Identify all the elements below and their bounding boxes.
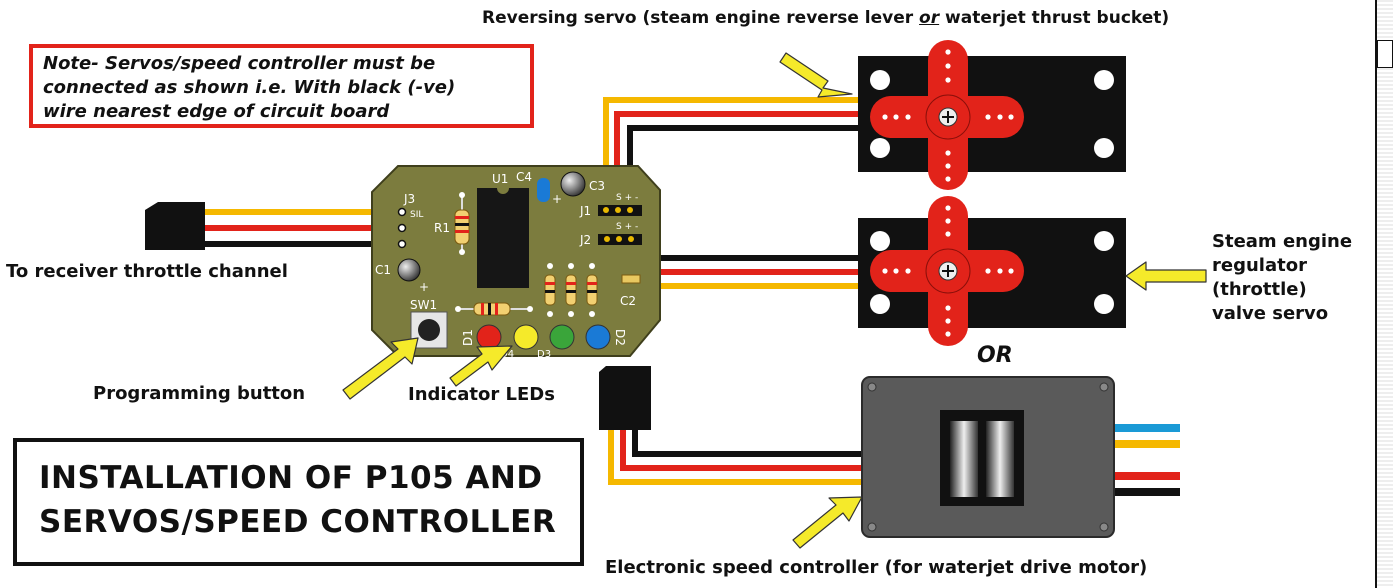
regulator-label-line-2: regulator: [1212, 255, 1307, 276]
page-edge-scrollbar[interactable]: [1375, 0, 1395, 588]
receiver-plug: [145, 202, 205, 250]
j3-header: [397, 207, 407, 249]
label-c3: C3: [589, 179, 605, 193]
reversing-servo-label-or: or: [919, 8, 940, 28]
note-line-2: connected as shown i.e. With black (-ve): [43, 77, 456, 98]
regulator-servo: [858, 196, 1126, 346]
led-d4-yellow: [513, 324, 539, 350]
label-d2: D2: [613, 329, 627, 346]
programming-button-label: Programming button: [93, 383, 306, 404]
label-j1-pins: S + -: [616, 193, 638, 203]
label-c4: C4: [516, 170, 532, 184]
esc-lead: [599, 366, 870, 485]
reversing-servo-label: Reversing servo (steam engine reverse le…: [482, 8, 1169, 28]
indicator-leds-label: Indicator LEDs: [408, 384, 555, 405]
label-j2: J2: [579, 233, 591, 247]
wiring-note: Note- Servos/speed controller must be co…: [29, 44, 534, 128]
regulator-label-line-4: valve servo: [1212, 303, 1329, 324]
regulator-label-line-3: (throttle): [1212, 279, 1307, 300]
ic-u1: [477, 188, 529, 288]
arrow-regulator-servo: [1125, 261, 1207, 291]
capacitor-c2: [621, 274, 641, 284]
label-c1-plus: +: [419, 280, 429, 294]
title-line-2: SERVOS/SPEED CONTROLLER: [39, 504, 557, 540]
electronic-speed-controller: [861, 376, 1115, 538]
label-u1: U1: [492, 172, 508, 186]
j2-header: [598, 234, 642, 245]
arrow-indicator-leds: [449, 345, 513, 387]
label-j1: J1: [579, 204, 591, 218]
title-line-1: INSTALLATION OF P105 AND: [39, 460, 543, 496]
led-d2-blue: [585, 324, 611, 350]
reversing-servo-label-prefix: Reversing servo (steam engine reverse le…: [482, 8, 920, 28]
reversing-servo-horn: [870, 40, 1024, 190]
regulator-servo-label: Steam engine regulator (throttle) valve …: [1212, 230, 1352, 326]
reversing-servo-label-suffix: waterjet thrust bucket): [939, 8, 1170, 28]
p105-circuit-board: J3 SIL U1 C4 C3 J1 S + - J2 S + - R1 C1 …: [371, 165, 661, 360]
resistor-horizontal: [455, 302, 533, 316]
esc-motor-wires: [1113, 424, 1180, 496]
capacitor-c1: [397, 258, 421, 282]
arrow-reversing-servo: [779, 52, 853, 98]
resistor-r1: [454, 192, 470, 255]
label-j3: J3: [403, 192, 415, 206]
label-j3-pins: SIL: [410, 210, 423, 220]
capacitor-c3: [560, 171, 586, 197]
regulator-servo-horn: [870, 196, 1024, 346]
esc-switch: [940, 410, 1024, 506]
or-label: OR: [977, 343, 1013, 368]
regulator-label-line-1: Steam engine: [1212, 231, 1353, 252]
label-c2: C2: [620, 294, 636, 308]
arrow-programming-button: [342, 337, 419, 400]
j1-header: [598, 205, 642, 216]
label-c4-plus: +: [552, 192, 562, 206]
capacitor-c4: [537, 178, 550, 202]
esc-label: Electronic speed controller (for waterje…: [605, 557, 1148, 578]
note-line-1: Note- Servos/speed controller must be: [43, 53, 436, 74]
diagram-title: INSTALLATION OF P105 AND SERVOS/SPEED CO…: [13, 438, 584, 566]
indicator-leds: [476, 324, 611, 350]
led-resistors: [544, 263, 598, 317]
note-line-3: wire nearest edge of circuit board: [43, 101, 390, 122]
page-edge-tab[interactable]: [1377, 40, 1393, 68]
label-j2-pins: S + -: [616, 222, 638, 232]
led-d3-green: [549, 324, 575, 350]
label-c1: C1: [375, 263, 391, 277]
label-d3: D3: [537, 349, 551, 360]
programming-button-sw1[interactable]: [410, 311, 448, 349]
label-r1: R1: [434, 221, 450, 235]
reversing-servo: [858, 40, 1126, 190]
receiver-lead: [145, 202, 400, 250]
arrow-esc: [792, 496, 863, 549]
label-sw1: SW1: [410, 298, 437, 312]
esc-plug: [599, 366, 651, 430]
receiver-label: To receiver throttle channel: [6, 261, 288, 282]
label-d1: D1: [461, 329, 475, 346]
label-d4: D4: [500, 349, 514, 360]
led-d1-red: [476, 324, 502, 350]
